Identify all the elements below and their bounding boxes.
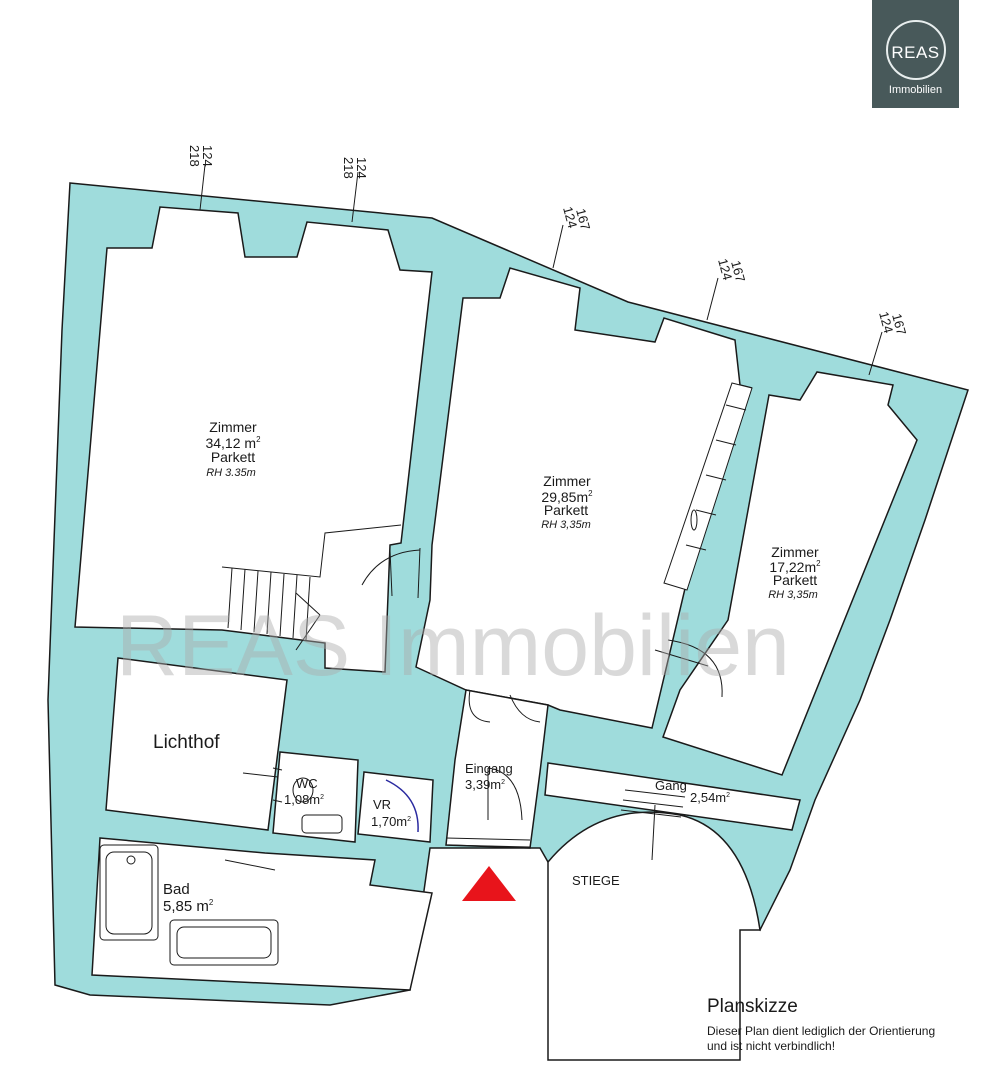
room-zimmer-1	[74, 206, 433, 673]
room-name: Eingang	[465, 761, 513, 776]
window-label-top: 124	[354, 157, 369, 179]
svg-text:1,70m2: 1,70m2	[371, 814, 411, 829]
room-height: RH 3.35m	[206, 467, 256, 479]
window-label-top: 124	[200, 145, 215, 167]
label-vr: VR 1,70m2	[371, 797, 411, 829]
window-labels: 124 218 124 218 124 167 124 167 124 167	[187, 145, 909, 337]
svg-text:34,12 m2: 34,12 m2	[205, 435, 261, 451]
entrance-doors	[445, 689, 541, 848]
stairwell-landing	[620, 789, 686, 861]
area-unit: 2	[726, 792, 730, 799]
window-label-bottom: 167	[573, 207, 593, 232]
room-name: Zimmer	[771, 544, 819, 560]
svg-text:3,39m2: 3,39m2	[465, 777, 505, 792]
room-name: Zimmer	[209, 419, 257, 435]
room-zimmer-3	[662, 371, 918, 776]
room-area: 2,54m	[690, 790, 726, 805]
svg-text:5,85 m2: 5,85 m2	[163, 898, 214, 915]
room-area: 5,85 m	[163, 898, 209, 915]
room-area: 34,12 m	[205, 435, 256, 451]
window-label-top: 124	[560, 205, 580, 230]
area-unit: 2	[501, 779, 505, 786]
plan-legend: Planskizze Dieser Plan dient lediglich d…	[707, 996, 935, 1054]
logo-ring	[886, 20, 946, 80]
svg-text:1,08m2: 1,08m2	[284, 792, 324, 807]
window-label-bottom: 218	[187, 145, 202, 167]
room-area: 3,39m	[465, 777, 501, 792]
window-label-bottom: 167	[889, 312, 909, 337]
svg-text:2,54m2: 2,54m2	[690, 790, 730, 805]
area-unit: 2	[588, 489, 593, 498]
label-wc: WC 1,08m2	[284, 776, 324, 807]
window-label-bottom: 218	[341, 157, 356, 179]
room-name: VR	[373, 797, 391, 812]
room-height: RH 3,35m	[768, 589, 818, 601]
label-zimmer-1: Zimmer 34,12 m2 Parkett RH 3.35m	[205, 419, 261, 479]
stiege-label: STIEGE	[572, 873, 620, 888]
area-unit: 2	[816, 559, 821, 568]
legend-line-1: Dieser Plan dient lediglich der Orientie…	[707, 1024, 936, 1038]
stairwell	[547, 811, 761, 1061]
entrance-marker	[462, 866, 516, 901]
label-zimmer-2: Zimmer 29,85m2 Parkett RH 3,35m	[541, 473, 593, 531]
lichthof-area	[105, 657, 288, 831]
room-name: WC	[296, 776, 318, 791]
label-bad: Bad 5,85 m2	[163, 881, 214, 915]
room-eingang	[445, 689, 549, 849]
room-vr	[357, 771, 434, 843]
svg-text:17,22m2: 17,22m2	[769, 559, 821, 575]
door-swings	[361, 547, 723, 698]
room-name: Bad	[163, 881, 190, 898]
legend-title: Planskizze	[707, 996, 798, 1017]
window-marks	[199, 164, 883, 376]
logo-sub: Immobilien	[888, 84, 943, 96]
wardrobe	[663, 382, 753, 591]
room-floor: Parkett	[211, 449, 255, 465]
lichthof-label: Lichthof	[153, 732, 220, 753]
area-unit: 2	[407, 816, 411, 823]
area-unit: 2	[320, 794, 324, 801]
area-unit: 2	[256, 435, 261, 444]
room-gang	[544, 762, 801, 831]
room-area: 17,22m	[769, 559, 816, 575]
label-eingang: Eingang 3,39m2	[465, 761, 513, 792]
window-label-bottom: 167	[728, 259, 748, 284]
room-area: 29,85m	[541, 489, 588, 505]
logo-brand: REAS	[891, 43, 940, 62]
reas-logo: REAS Immobilien	[872, 0, 959, 108]
stair-steps	[221, 524, 402, 651]
window-label-top: 124	[715, 257, 735, 282]
room-area: 1,70m	[371, 814, 407, 829]
area-unit: 2	[209, 898, 214, 907]
room-name: Zimmer	[543, 473, 591, 489]
room-floor: Parkett	[544, 502, 588, 518]
svg-text:29,85m2: 29,85m2	[541, 489, 593, 505]
label-zimmer-3: Zimmer 17,22m2 Parkett RH 3,35m	[768, 544, 821, 601]
label-gang: Gang 2,54m2	[655, 778, 730, 805]
room-height: RH 3,35m	[541, 519, 591, 531]
room-name: Gang	[655, 778, 687, 793]
room-floor: Parkett	[773, 572, 817, 588]
legend-line-2: und ist nicht verbindlich!	[707, 1039, 836, 1053]
room-area: 1,08m	[284, 792, 320, 807]
window-label-top: 124	[876, 310, 896, 335]
